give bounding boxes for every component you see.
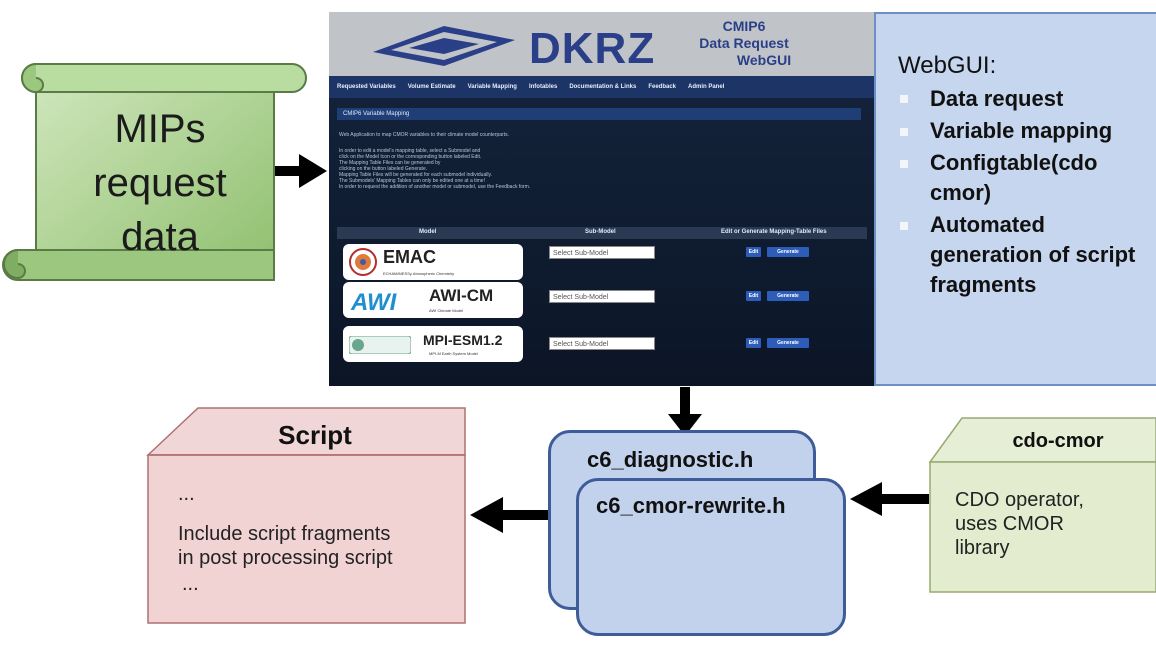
nav-variable-mapping[interactable]: Variable Mapping	[467, 84, 517, 90]
section-title: CMIP6 Variable Mapping	[337, 108, 861, 120]
model-name-mpi: MPI-ESM1.2	[423, 332, 503, 348]
webgui-info-panel	[874, 12, 1156, 386]
col-sub-model: Sub-Model	[585, 229, 616, 235]
nav-feedback[interactable]: Feedback	[648, 84, 677, 90]
emac-logo-icon	[349, 248, 377, 276]
cmip-line-3: WebGUI	[736, 52, 792, 68]
script-box-shape	[146, 407, 466, 624]
bullet-icon	[900, 160, 908, 168]
script-line-1: ...	[178, 483, 195, 505]
header-file-cmor-rewrite: c6_cmor-rewrite.h	[576, 478, 846, 636]
dkrz-logo-icon	[373, 26, 515, 66]
mips-line-3: data	[121, 215, 199, 259]
model-name-awi: AWI-CM	[429, 286, 494, 305]
script-title: Script	[278, 420, 352, 450]
webgui-screenshot: DKRZ CMIP6 Data Request WebGUI Requested…	[329, 12, 874, 386]
mpi-logo-icon	[349, 336, 411, 354]
desc-line-5: clicking on the button labeled Generate.	[339, 166, 428, 172]
submodel-select-emac[interactable]: Select Sub-Model	[549, 246, 655, 259]
model-sub-mpi: MPI-M Earth System Model	[429, 351, 478, 356]
header-file-cmor-rewrite-label: c6_cmor-rewrite.h	[596, 493, 786, 518]
cdo-line-2: uses CMOR	[955, 513, 1064, 535]
cdo-line-1: CDO operator,	[955, 489, 1084, 511]
nav-infotables[interactable]: Infotables	[528, 84, 558, 90]
desc-line-6: Mapping Table Files will be generated fo…	[339, 172, 492, 178]
info-item-automated-generation: Automated generation of script fragments	[930, 212, 1136, 297]
arrow-webgui-to-headers	[668, 387, 702, 436]
info-item-configtable: Configtable(cdo cmor)	[930, 150, 1098, 205]
desc-line-3: click on the Model Icon or the correspon…	[339, 154, 482, 160]
desc-line-1: Web Application to map CMOR variables to…	[339, 132, 509, 138]
model-sub-awi: AWI Climate Model	[429, 308, 464, 313]
awi-logo-icon: AWI	[350, 289, 398, 314]
mips-line-1: MIPs	[114, 107, 206, 151]
desc-line-8: In order to request the addition of anot…	[339, 184, 531, 190]
bullet-icon	[900, 128, 908, 136]
bullet-icon	[900, 95, 908, 103]
col-edit-generate: Edit or Generate Mapping-Table Files	[721, 229, 827, 235]
generate-button-mpi[interactable]: Generate	[767, 338, 809, 348]
dkrz-logo-text: DKRZ	[529, 24, 656, 73]
cdo-box-shape	[928, 417, 1156, 593]
desc-line-7: The Submodels' Mapping Tables can only b…	[339, 178, 485, 184]
cmip-line-1: CMIP6	[722, 18, 766, 34]
edit-button-awi[interactable]: Edit	[746, 291, 761, 301]
cmip-line-2: Data Request	[699, 35, 789, 51]
mips-scroll-shape	[2, 63, 307, 281]
nav-volume-estimate[interactable]: Volume Estimate	[407, 84, 456, 90]
script-line-2: Include script fragments	[178, 523, 391, 545]
model-card-awi[interactable]: AWI AWI-CM AWI Climate Model	[343, 282, 523, 318]
col-model: Model	[419, 229, 437, 235]
header-file-diagnostic-label: c6_diagnostic.h	[587, 447, 754, 472]
desc-line-2: In order to edit a model's mapping table…	[339, 148, 481, 154]
submodel-select-awi[interactable]: Select Sub-Model	[549, 290, 655, 303]
model-card-mpi[interactable]: MPI-ESM1.2 MPI-M Earth System Model	[343, 326, 523, 362]
model-card-emac[interactable]: EMAC ECHAM/MESSy Atmospheric Chemistry	[343, 244, 523, 280]
mips-label: MIPs request data	[80, 102, 240, 264]
generate-button-awi[interactable]: Generate	[767, 291, 809, 301]
edit-button-emac[interactable]: Edit	[746, 247, 761, 257]
arrow-headers-to-script	[470, 497, 548, 533]
cdo-line-3: library	[955, 537, 1010, 559]
info-item-variable-mapping: Variable mapping	[930, 118, 1113, 143]
arrow-cdo-to-headers	[850, 482, 929, 516]
cmip-title: CMIP6 Data Request WebGUI	[674, 18, 814, 69]
edit-button-mpi[interactable]: Edit	[746, 338, 761, 348]
mapping-table-header: Model Sub-Model Edit or Generate Mapping…	[337, 227, 867, 239]
generate-button-emac[interactable]: Generate	[767, 247, 809, 257]
submodel-select-mpi[interactable]: Select Sub-Model	[549, 337, 655, 350]
model-name-emac: EMAC	[383, 247, 436, 267]
arrow-mips-to-webgui	[275, 154, 327, 188]
nav-requested-variables[interactable]: Requested Variables	[337, 84, 396, 90]
model-sub-emac: ECHAM/MESSy Atmospheric Chemistry	[383, 271, 455, 276]
webgui-info-title: WebGUI:	[898, 52, 997, 79]
script-line-4: ...	[182, 573, 199, 595]
webgui-nav: Requested Variables Volume Estimate Vari…	[329, 76, 874, 98]
script-line-3: in post processing script	[178, 547, 393, 569]
desc-line-4: The Mapping Table Files can be generated…	[339, 160, 441, 166]
info-item-data-request: Data request	[930, 86, 1064, 111]
svg-text:AWI: AWI	[350, 289, 398, 314]
mips-line-2: request	[93, 161, 227, 205]
nav-admin-panel[interactable]: Admin Panel	[688, 84, 725, 90]
nav-documentation[interactable]: Documentation & Links	[569, 84, 637, 90]
bullet-icon	[900, 222, 908, 230]
cdo-cmor-title: cdo-cmor	[1012, 430, 1104, 452]
